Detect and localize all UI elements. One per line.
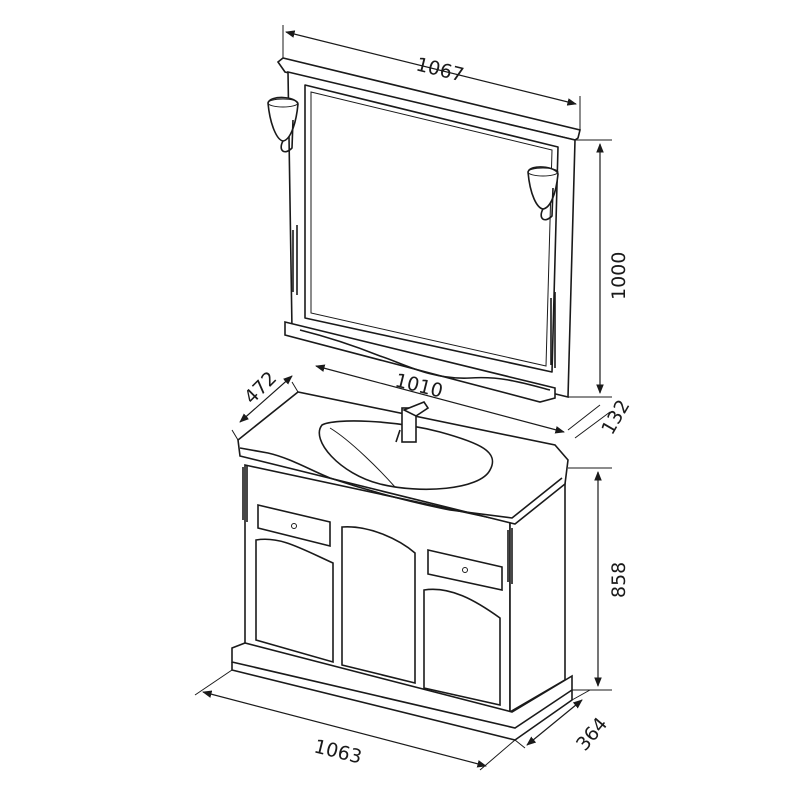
door-left	[255, 538, 334, 664]
cabinet-plinth	[231, 642, 573, 729]
mirror	[267, 57, 581, 403]
label-mirror-width: 1067	[414, 54, 466, 87]
cabinet-pilaster-right	[507, 528, 513, 584]
door-center	[341, 526, 416, 685]
drawer-right	[427, 548, 503, 591]
mirror-pilaster-right	[550, 292, 556, 368]
countertop-edge	[239, 447, 563, 519]
cabinet-pilaster-left	[242, 465, 248, 522]
label-cabinet-width: 1063	[312, 736, 364, 769]
drawer-right-knob	[462, 567, 468, 573]
mirror-pilaster-left	[292, 225, 298, 295]
label-countertop-depth: 472	[240, 367, 281, 408]
mirror-lamp-right	[527, 166, 559, 221]
dimension-lines	[194, 25, 612, 771]
label-mirror-height: 1000	[608, 252, 630, 300]
label-cabinet-height: 858	[608, 562, 630, 598]
label-mirror-depth: 132	[597, 396, 634, 438]
label-cabinet-depth: 364	[572, 713, 612, 755]
drawer-left	[257, 503, 331, 548]
door-right	[423, 588, 501, 706]
drawer-left-knob	[291, 523, 297, 529]
vanity-cabinet	[231, 391, 573, 741]
